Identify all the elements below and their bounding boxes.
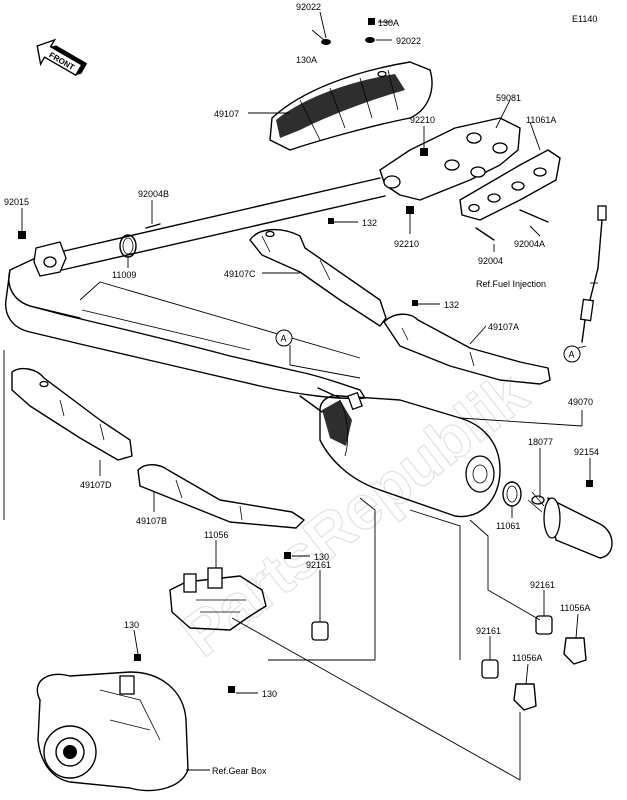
label-92161-b: 92161 bbox=[530, 580, 555, 590]
exhaust-pipe bbox=[5, 177, 386, 400]
label-49070: 49070 bbox=[568, 397, 593, 407]
label-92210-a: 92210 bbox=[410, 115, 435, 125]
muffler-49070 bbox=[299, 387, 501, 518]
washer-92022-a bbox=[321, 39, 331, 45]
bracket-11056 bbox=[169, 567, 267, 631]
bolt-92154 bbox=[586, 480, 593, 487]
label-18077: 18077 bbox=[528, 437, 553, 447]
stud-92004b bbox=[145, 223, 161, 229]
leader-lines bbox=[3, 11, 598, 781]
label-130a-top: 130A bbox=[378, 18, 399, 28]
gasket-11061 bbox=[502, 481, 522, 507]
spark-arrestor-18077 bbox=[527, 491, 613, 559]
label-49107: 49107 bbox=[214, 109, 239, 119]
diagram-code: E1140 bbox=[572, 14, 597, 24]
gear-box bbox=[36, 671, 189, 792]
label-130-c: 130 bbox=[262, 689, 277, 699]
heat-shield-49107d bbox=[11, 367, 133, 461]
exhaust-manifold-59081 bbox=[379, 117, 521, 201]
mount-92161-a bbox=[311, 621, 329, 641]
label-92161-a: 92161 bbox=[306, 560, 331, 570]
callout-a-top: A bbox=[275, 329, 293, 347]
label-11056: 11056 bbox=[204, 530, 228, 540]
heat-shield-49107a bbox=[383, 313, 551, 385]
bolt-130-a bbox=[284, 552, 291, 559]
label-130a-left: 130A bbox=[296, 55, 317, 65]
ref-fuel-injection: Ref.Fuel Injection bbox=[476, 279, 546, 289]
label-92004b: 92004B bbox=[138, 189, 169, 199]
label-132-a: 132 bbox=[362, 218, 377, 228]
label-11061: 11061 bbox=[496, 521, 520, 531]
front-arrow-icon: FRONT bbox=[36, 38, 88, 77]
label-11056a-a: 11056A bbox=[560, 603, 590, 613]
stud-92004a bbox=[519, 209, 549, 223]
bolt-130a-a bbox=[368, 18, 375, 25]
label-92154: 92154 bbox=[574, 447, 599, 457]
label-92004a: 92004A bbox=[514, 239, 545, 249]
label-49107b: 49107B bbox=[136, 516, 167, 526]
label-132-b: 132 bbox=[444, 300, 459, 310]
label-11009: 11009 bbox=[112, 270, 136, 280]
oxygen-sensor bbox=[579, 205, 607, 343]
heat-shield-49107b bbox=[137, 464, 305, 529]
label-49107d: 49107D bbox=[80, 480, 112, 490]
svg-text:A: A bbox=[281, 334, 287, 344]
label-49107a: 49107A bbox=[488, 322, 519, 332]
gasket-11009 bbox=[119, 234, 137, 258]
bolt-92015 bbox=[18, 231, 26, 239]
label-92161-c: 92161 bbox=[476, 626, 501, 636]
bolt-132-b bbox=[412, 300, 418, 306]
mount-92161-c bbox=[481, 659, 499, 679]
label-49107c: 49107C bbox=[224, 269, 256, 279]
pipe-flange bbox=[33, 241, 67, 277]
label-11056a-b: 11056A bbox=[512, 653, 542, 663]
nut-92210-a bbox=[420, 148, 428, 156]
label-59081: 59081 bbox=[496, 93, 521, 103]
washer-92022-b bbox=[365, 37, 375, 43]
label-130-b: 130 bbox=[124, 620, 139, 630]
bolt-130-b bbox=[134, 654, 141, 661]
gasket-11061a bbox=[459, 149, 561, 221]
bolt-132-a bbox=[328, 218, 334, 224]
label-92022-a: 92022 bbox=[296, 2, 321, 12]
bracket-11056a-a bbox=[563, 637, 587, 665]
callout-a-right: A bbox=[563, 345, 581, 363]
heat-shield-49107 bbox=[269, 61, 433, 151]
label-92015: 92015 bbox=[4, 197, 29, 207]
ref-gear-box: Ref.Gear Box bbox=[212, 766, 267, 776]
label-92210-b: 92210 bbox=[394, 239, 419, 249]
heat-shield-49107c bbox=[249, 229, 387, 327]
bolt-130-c bbox=[228, 686, 235, 693]
label-130-a: 130 bbox=[314, 552, 329, 562]
label-92004: 92004 bbox=[478, 256, 503, 266]
nut-92210-b bbox=[406, 206, 414, 214]
stud-92004 bbox=[475, 227, 495, 241]
label-11061a: 11061A bbox=[526, 115, 556, 125]
label-92022-b: 92022 bbox=[396, 36, 421, 46]
bracket-11056a-b bbox=[513, 683, 537, 711]
svg-text:A: A bbox=[569, 350, 575, 360]
